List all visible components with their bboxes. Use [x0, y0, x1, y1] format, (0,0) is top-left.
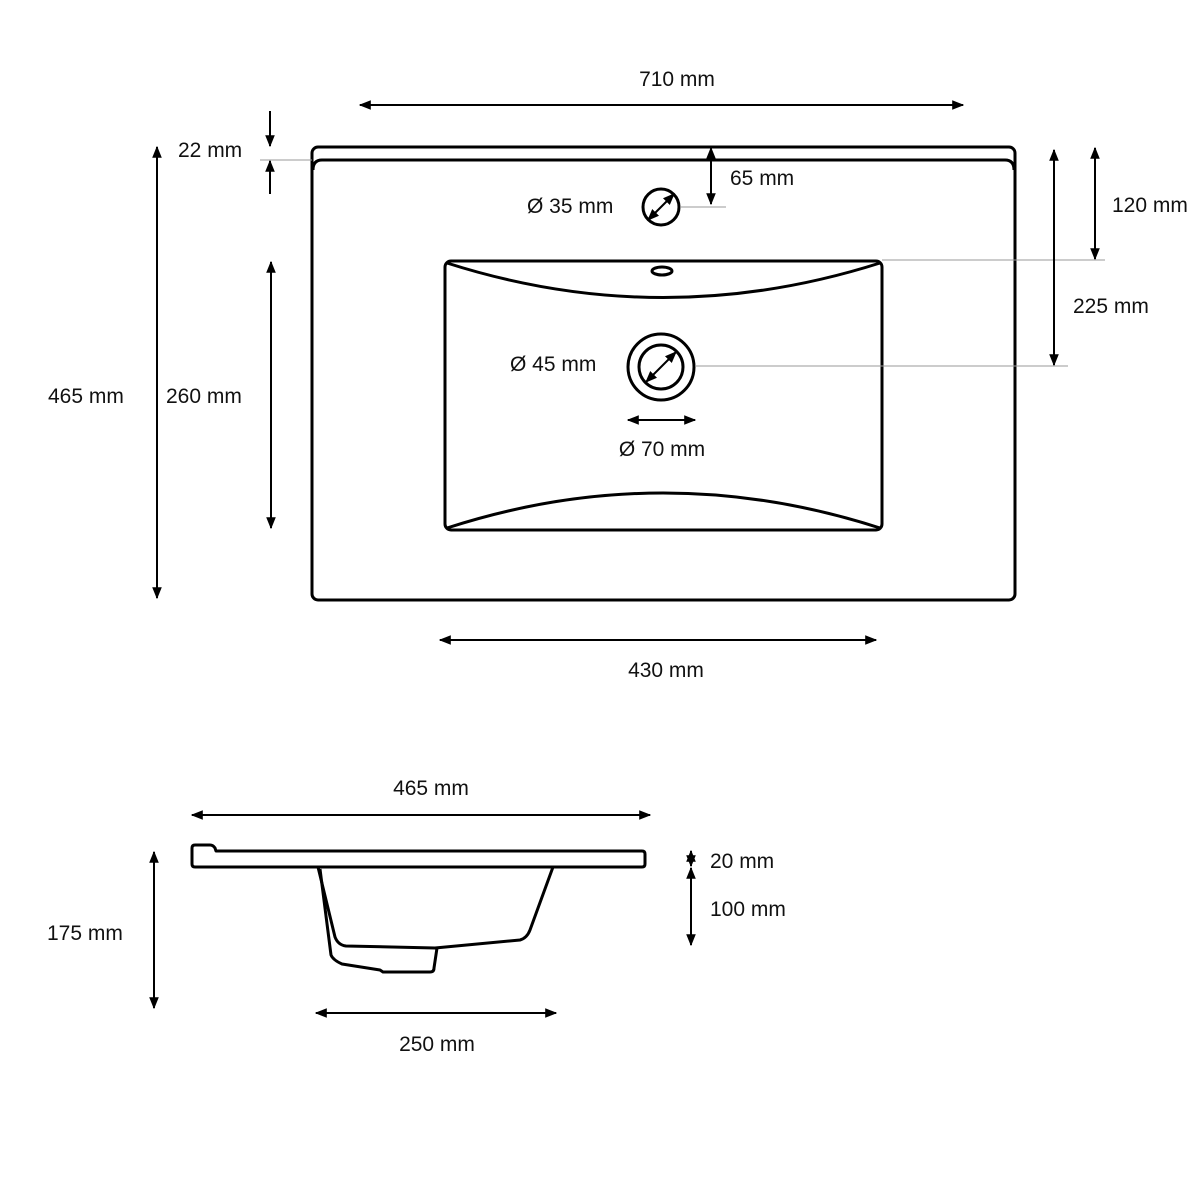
- tap-offset-label: 65 mm: [730, 167, 794, 190]
- overflow-hole: [650, 265, 674, 277]
- tap-hole-diameter-arrow: [647, 193, 675, 221]
- side-depth-label: 465 mm: [393, 777, 469, 800]
- drain-inner: [637, 343, 685, 391]
- bowl-width-label: 250 mm: [399, 1033, 475, 1056]
- width-label: 710 mm: [639, 68, 715, 91]
- height-label: 175 mm: [47, 922, 123, 945]
- drain-label: Ø 45 mm: [510, 353, 596, 376]
- side-slab: [190, 843, 647, 869]
- depth-label: 465 mm: [48, 385, 124, 408]
- side-bowl-outer: [318, 868, 439, 974]
- basin-depth-label: 260 mm: [166, 385, 242, 408]
- basin-front-curve: [446, 491, 881, 530]
- side-bowl-inner: [316, 866, 555, 950]
- tap-hole-label: Ø 35 mm: [527, 195, 613, 218]
- front-edge-line: [311, 158, 1016, 171]
- side-view: 465 mm 20 mm 100 mm 175 mm 250 mm: [47, 777, 786, 1056]
- drain-outer: [626, 332, 696, 402]
- basin-outline: [443, 259, 884, 532]
- rim-label: 22 mm: [178, 139, 242, 162]
- top-view: 710 mm 22 mm 465 mm 260 mm 65 mm Ø 35 mm…: [48, 68, 1188, 682]
- tap-to-basin-label: 120 mm: [1112, 194, 1188, 217]
- drain-diameter-arrow: [645, 351, 677, 383]
- tap-hole: [641, 187, 681, 227]
- basin-back-curve: [446, 261, 881, 299]
- drain-outer-label: Ø 70 mm: [619, 438, 705, 461]
- bowl-height-label: 100 mm: [710, 898, 786, 921]
- slab-label: 20 mm: [710, 850, 774, 873]
- basin-width-label: 430 mm: [628, 659, 704, 682]
- back-to-drain-label: 225 mm: [1073, 295, 1149, 318]
- countertop-outline: [310, 145, 1017, 602]
